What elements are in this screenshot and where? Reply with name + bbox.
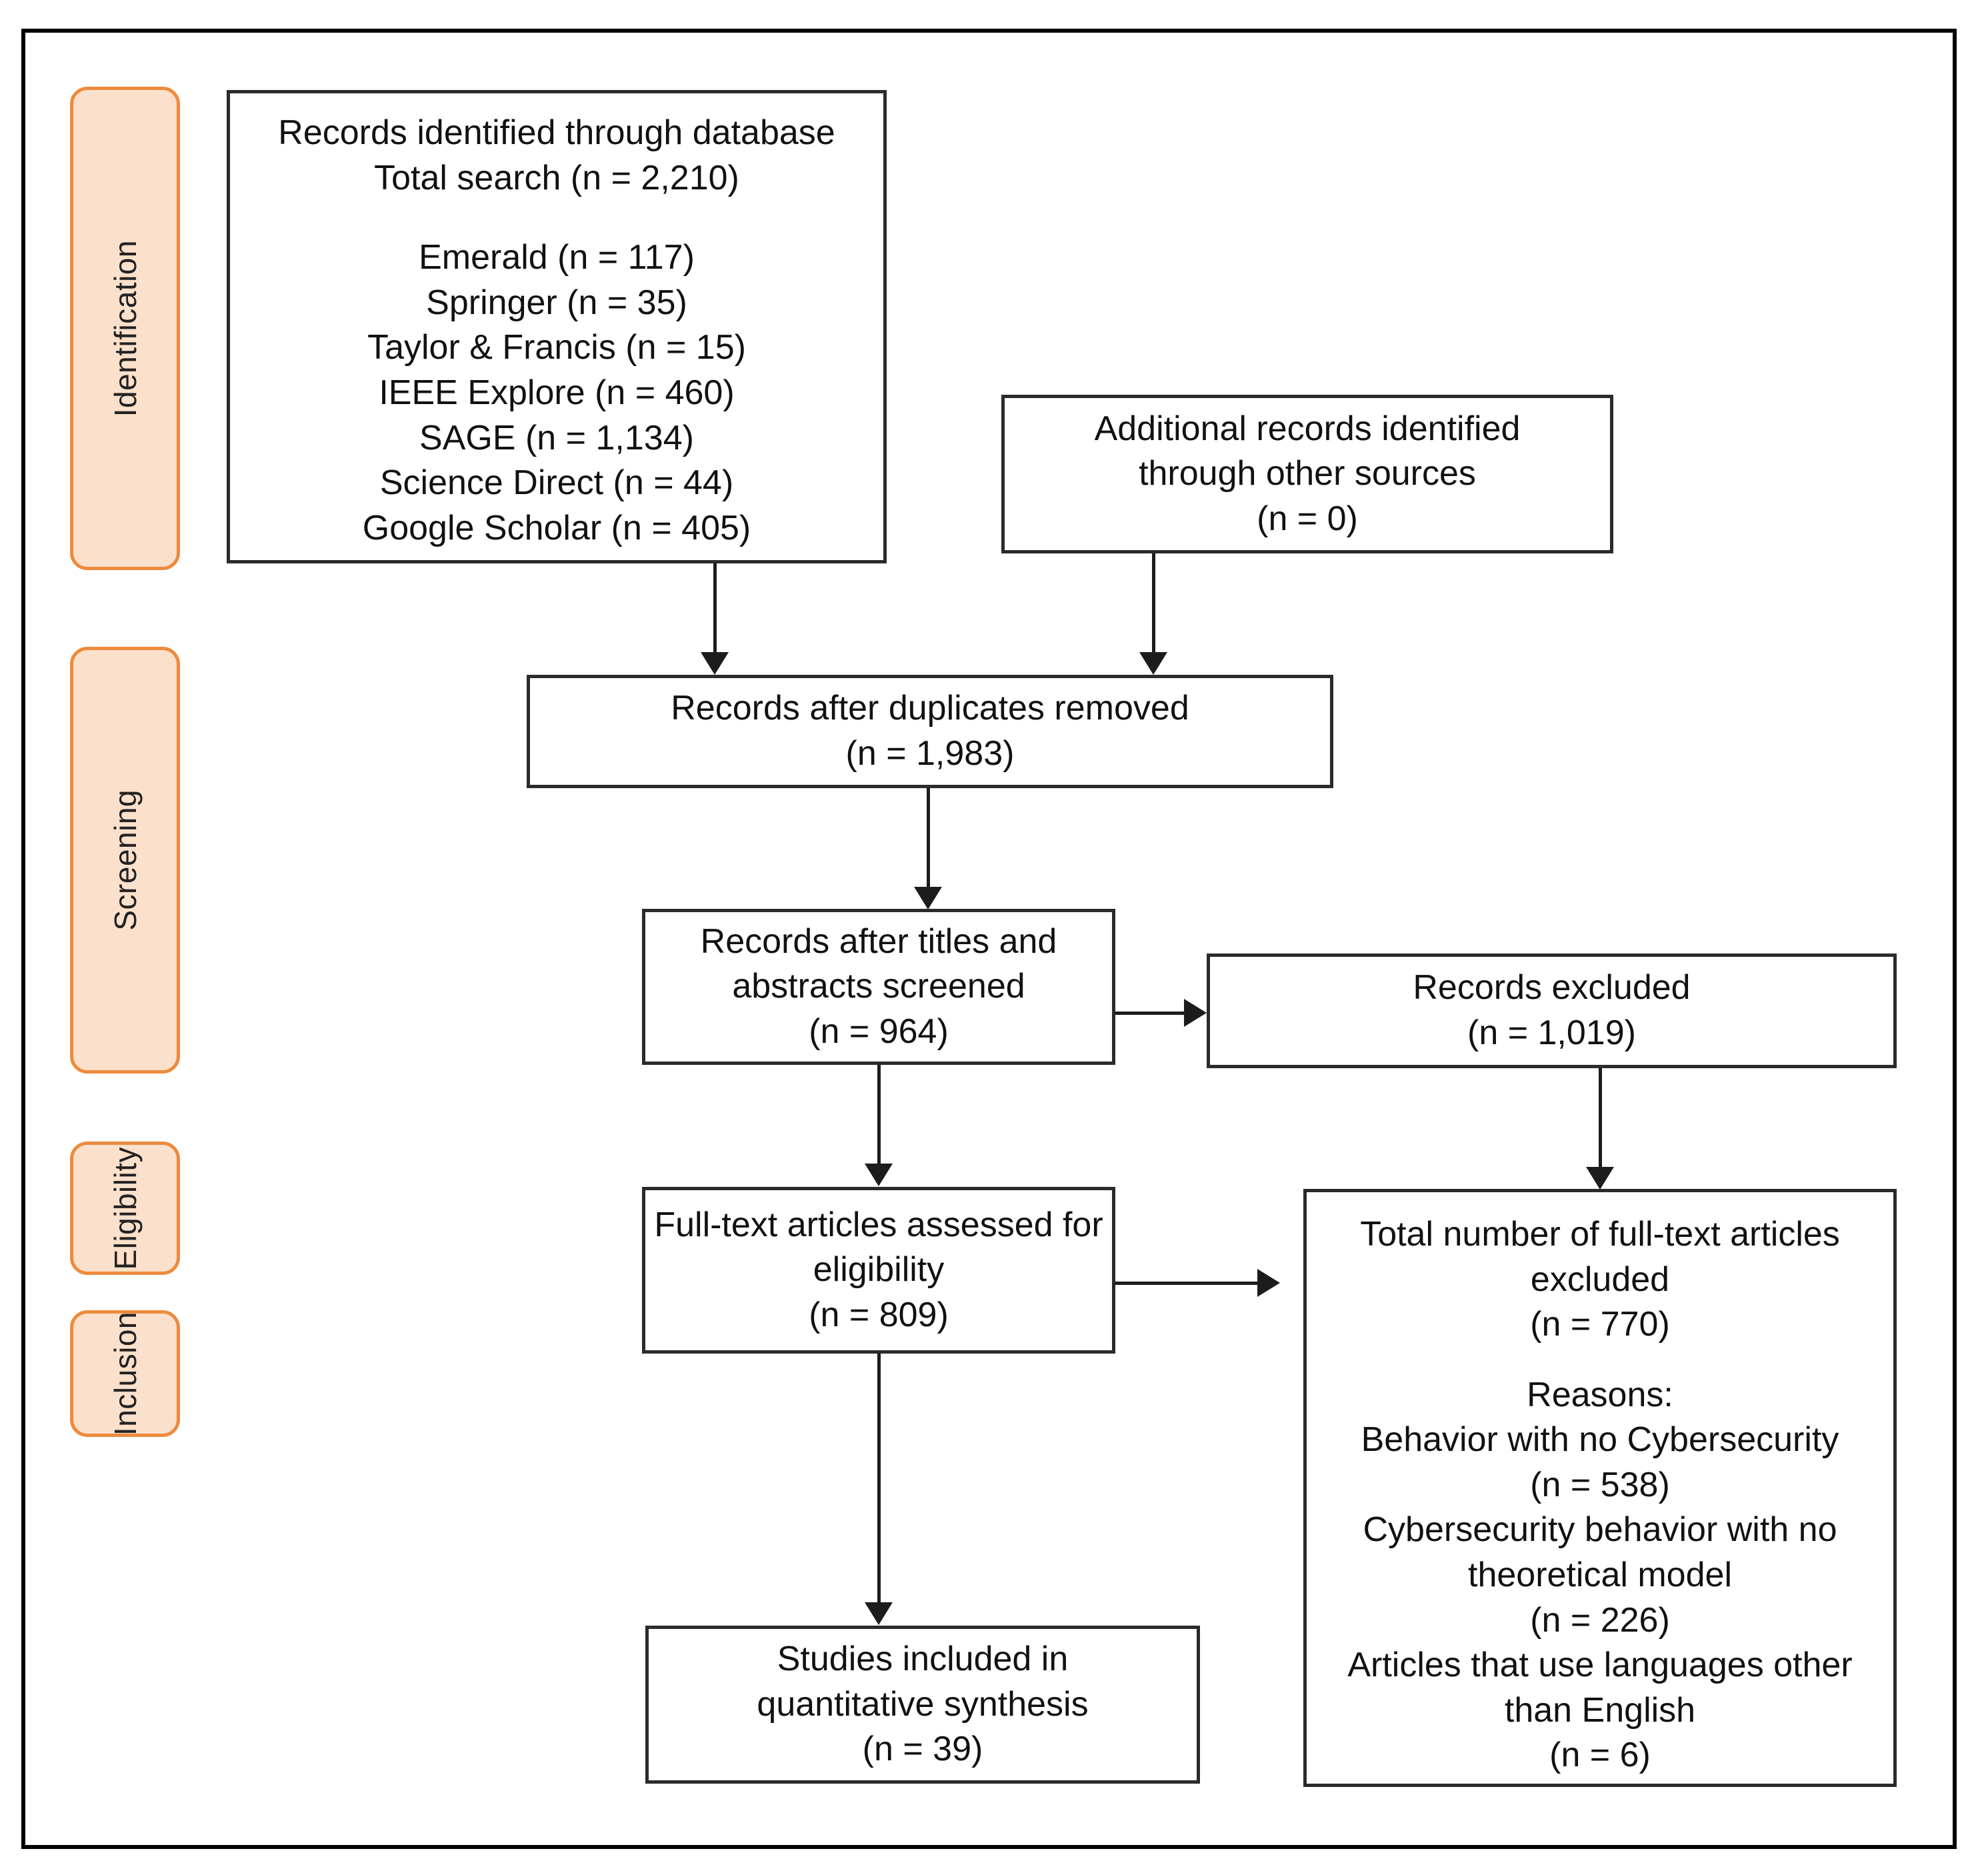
arrowhead-fulltext-to-included <box>865 1602 893 1625</box>
database-source-ieee-explore: IEEE Explore (n = 460) <box>379 373 735 412</box>
included-line-1: Studies included in <box>777 1640 1069 1679</box>
additional-line-3: (n = 0) <box>1257 499 1358 538</box>
reason-3-count: (n = 6) <box>1549 1736 1651 1775</box>
connector-database-to-duplicates <box>713 563 717 653</box>
arrowhead-additional-to-duplicates <box>1139 652 1167 675</box>
screened-line-2: abstracts screened <box>732 967 1025 1006</box>
arrowhead-database-to-duplicates <box>701 652 729 675</box>
connector-screened-to-excluded <box>1115 1012 1185 1015</box>
arrowhead-excluded-to-fulltext-excluded <box>1586 1167 1614 1190</box>
included-line-2: quantitative synthesis <box>757 1684 1089 1724</box>
fulltext-line-1: Full-text articles assessed for <box>654 1205 1103 1244</box>
stage-label-identification: Identification <box>107 239 143 417</box>
duplicates-line-1: Records after duplicates removed <box>671 689 1189 728</box>
box-fulltext-excluded-reasons: Total number of full-text articles exclu… <box>1303 1189 1897 1787</box>
fulltext-excluded-line-1: Total number of full-text articles <box>1360 1215 1840 1254</box>
screened-line-1: Records after titles and <box>700 921 1057 961</box>
fulltext-line-2: eligibility <box>813 1250 945 1290</box>
additional-line-2: through other sources <box>1139 454 1476 493</box>
stage-pill-inclusion: Inclusion <box>70 1310 180 1437</box>
connector-screened-to-fulltext <box>877 1065 881 1165</box>
stage-pill-identification: Identification <box>70 87 180 570</box>
connector-excluded-to-fulltext-excluded <box>1599 1068 1602 1168</box>
stage-label-inclusion: Inclusion <box>107 1311 143 1436</box>
arrowhead-screened-to-fulltext <box>865 1164 893 1186</box>
arrowhead-duplicates-to-screened <box>914 887 942 909</box>
arrowhead-screened-to-excluded <box>1184 999 1207 1027</box>
arrowhead-fulltext-to-fulltext-excluded <box>1257 1269 1280 1297</box>
box-additional-records: Additional records identified through ot… <box>1001 395 1613 553</box>
included-line-3: (n = 39) <box>862 1730 983 1769</box>
box-records-screened: Records after titles and abstracts scree… <box>642 909 1115 1065</box>
database-source-google-scholar: Google Scholar (n = 405) <box>362 508 751 547</box>
connector-fulltext-to-included <box>877 1354 881 1604</box>
reason-2-count: (n = 226) <box>1530 1600 1670 1640</box>
stage-label-eligibility: Eligibility <box>107 1146 143 1270</box>
additional-line-1: Additional records identified <box>1094 409 1521 448</box>
reason-3-text-line-2: than English <box>1504 1690 1696 1730</box>
reason-2-text-line-2: theoretical model <box>1468 1556 1732 1595</box>
connector-duplicates-to-screened <box>927 788 930 888</box>
reason-2-text-line-1: Cybersecurity behavior with no <box>1363 1510 1837 1550</box>
stage-label-screening: Screening <box>107 789 143 931</box>
database-source-science-direct: Science Direct (n = 44) <box>379 463 734 503</box>
box-records-after-duplicates: Records after duplicates removed (n = 1,… <box>527 675 1333 788</box>
reason-1-text: Behavior with no Cybersecurity <box>1361 1420 1839 1460</box>
stage-pill-screening: Screening <box>70 647 180 1074</box>
records-excluded-line-1: Records excluded <box>1413 968 1691 1008</box>
fulltext-excluded-line-2: excluded <box>1530 1260 1670 1299</box>
database-source-taylor-francis: Taylor & Francis (n = 15) <box>367 328 746 367</box>
connector-additional-to-duplicates <box>1152 553 1155 653</box>
records-excluded-line-2: (n = 1,019) <box>1467 1014 1636 1052</box>
database-source-springer: Springer (n = 35) <box>426 283 687 322</box>
box-records-identified-database: Records identified through database Tota… <box>227 90 887 563</box>
reason-3-text-line-1: Articles that use languages other <box>1347 1646 1853 1685</box>
fulltext-line-3: (n = 809) <box>809 1295 949 1334</box>
box-records-excluded: Records excluded (n = 1,019) <box>1207 954 1897 1068</box>
database-title-line-1: Records identified through database <box>278 113 835 152</box>
database-title-line-2: Total search (n = 2,210) <box>374 158 739 197</box>
database-source-sage: SAGE (n = 1,134) <box>419 418 694 457</box>
fulltext-excluded-line-3: (n = 770) <box>1530 1305 1670 1344</box>
duplicates-line-2: (n = 1,983) <box>845 734 1015 773</box>
database-source-emerald: Emerald (n = 117) <box>419 238 695 277</box>
connector-fulltext-to-fulltext-excluded <box>1115 1282 1259 1285</box>
reasons-heading: Reasons: <box>1527 1375 1673 1414</box>
box-studies-included: Studies included in quantitative synthes… <box>645 1626 1200 1784</box>
stage-pill-eligibility: Eligibility <box>70 1142 180 1275</box>
screened-line-3: (n = 964) <box>809 1012 949 1051</box>
reason-1-count: (n = 538) <box>1530 1465 1670 1504</box>
box-fulltext-assessed: Full-text articles assessed for eligibil… <box>642 1187 1115 1354</box>
